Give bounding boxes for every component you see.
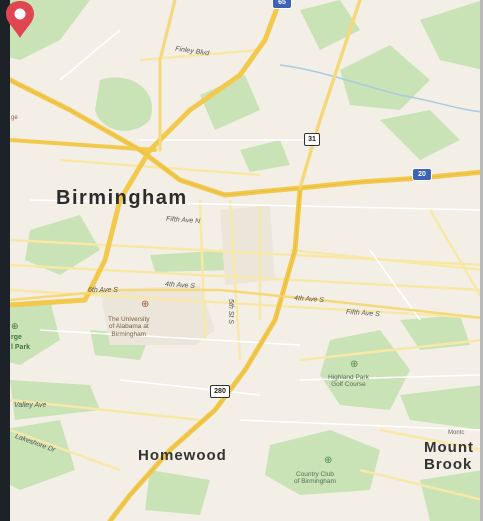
street-label-valley-ave: Valley Ave [14,402,47,409]
poi-country-club-line1: Country Club [295,471,334,478]
creek [279,64,483,113]
right-edge-bar [480,0,483,521]
road-highlights [9,79,483,521]
location-pin-icon[interactable] [0,0,40,40]
street-label-monte: Montc [448,430,465,436]
local-streets [29,29,481,431]
us-31-shield[interactable]: 31 [304,133,320,146]
poi-university[interactable]: The University of Alabama at Birmingham [108,316,150,338]
us-280-shield[interactable]: 280 [210,385,230,398]
i-65-shield[interactable]: 65 [272,0,292,9]
poi-university-line3: Birmingham [111,330,147,338]
golf-icon: ⊕ [350,359,359,370]
poi-country-club[interactable]: Country Club of Birmingham [294,471,336,486]
poi-forge-park-2[interactable]: l Park [11,344,31,351]
university-icon: ⊕ [141,299,150,310]
poi-highland-park[interactable]: Highland Park Golf Course [328,374,369,389]
city-label-mountain-brook-2[interactable]: Brook [424,456,473,473]
poi-university-line1: The University [108,316,150,323]
street-label-sixth-ave-s: 6th Ave S [88,287,118,294]
country-club-icon: ⊕ [324,455,333,466]
poi-highland-line1: Highland Park [328,374,369,381]
poi-forge-park-1[interactable]: rge [11,334,22,341]
park-icon: ⊕ [11,321,19,331]
poi-country-club-line2: of Birmingham [294,478,336,486]
city-label-mountain-brook-1[interactable]: Mount [424,439,474,456]
i-20-shield[interactable]: 20 [412,168,432,181]
street-label-elevated: 5th St S [226,299,234,324]
poi-left-edge: ge [11,115,18,121]
poi-highland-line2: Golf Course [331,381,366,389]
city-label-birmingham[interactable]: Birmingham [56,187,188,209]
city-label-homewood[interactable]: Homewood [138,447,227,464]
left-edge-bar [0,0,10,521]
poi-university-line2: of Alabama at [108,323,149,331]
